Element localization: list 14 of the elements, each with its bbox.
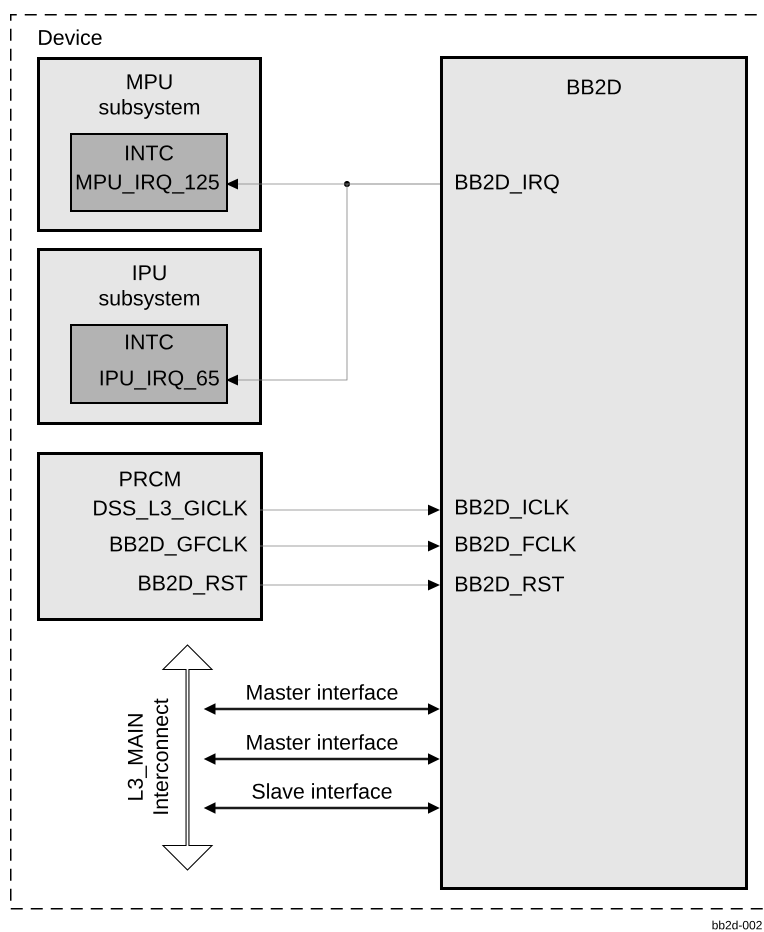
edge-label: Slave interface: [250, 782, 394, 800]
pin-label: BB2D_ICLK: [456, 499, 570, 519]
pin-label: BB2D_RST: [456, 576, 564, 596]
pin-label: BB2D_FCLK: [456, 536, 576, 556]
node-label: L3_MAIN: [128, 714, 147, 800]
pin-label: MPU_IRQ_125: [76, 174, 219, 194]
figure-id: bb2d-002: [712, 920, 762, 930]
pin-label: IPU_IRQ_65: [100, 370, 219, 390]
edge-label: Master interface: [244, 682, 400, 702]
pin-label: DSS_L3_GICLK: [94, 500, 248, 520]
pin-label: BB2D_GFCLK: [110, 536, 248, 556]
pin-label: BB2D_IRQ: [456, 174, 559, 194]
pin-label: BB2D_RST: [139, 575, 248, 595]
edge-label: Master interface: [244, 732, 400, 752]
